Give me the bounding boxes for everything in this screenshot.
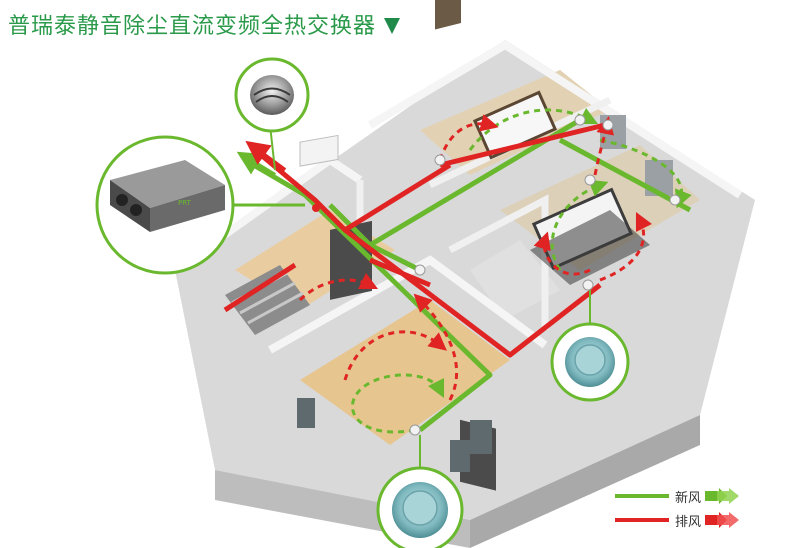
exhaust-air-arrow-icon xyxy=(705,512,739,528)
fresh-air-swatch xyxy=(615,494,669,498)
legend-item-exhaust-air: 排风 xyxy=(615,508,739,532)
fresh-air-duct xyxy=(243,117,692,432)
page-title: 普瑞泰静音除尘直流变频全热交换器 xyxy=(8,8,401,40)
ceiling-unit xyxy=(299,134,339,212)
wall-cap-callout xyxy=(234,57,310,133)
exhaust-air-swatch xyxy=(615,518,669,522)
house-structure xyxy=(172,0,755,548)
vent-fixtures xyxy=(409,114,681,436)
legend: 新风 排风 xyxy=(615,484,739,532)
diffuser-callout-right xyxy=(550,322,630,402)
title-down-arrow-icon xyxy=(384,18,401,34)
outdoor-airflow-arrows xyxy=(236,140,287,177)
legend-item-fresh-air: 新风 xyxy=(615,484,739,508)
diffuser-callout-bottom xyxy=(376,466,464,548)
fresh-air-arrow-icon xyxy=(705,488,739,504)
cap-callout-connector xyxy=(269,124,276,171)
legend-label-exhaust-air: 排风 xyxy=(675,514,702,530)
title-text: 普瑞泰静音除尘直流变频全热交换器 xyxy=(8,14,377,39)
exhaust-air-duct xyxy=(223,122,606,358)
fresh-airflow-arrows xyxy=(350,107,692,434)
heat-exchanger-callout: PRT xyxy=(95,135,235,275)
device-badge: PRT xyxy=(178,199,192,207)
legend-label-fresh-air: 新风 xyxy=(675,490,702,506)
